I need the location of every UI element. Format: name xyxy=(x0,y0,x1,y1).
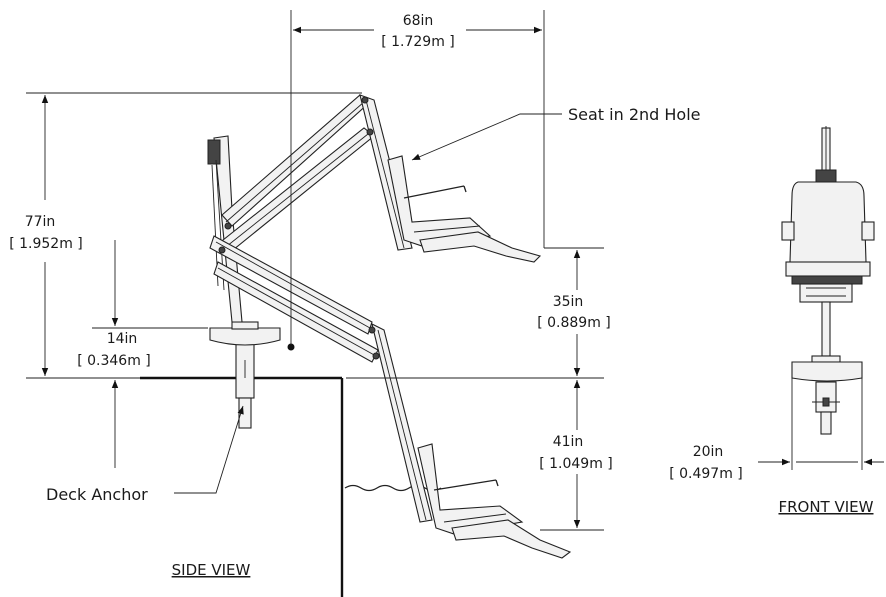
actuator xyxy=(207,139,221,165)
dim-width-top-imperial: 68in xyxy=(403,13,434,29)
front-view-title: FRONT VIEW xyxy=(778,498,873,516)
dim-anchor-height-metric: [ 0.346m ] xyxy=(77,353,151,369)
dim-seat-below-deck-metric: [ 1.049m ] xyxy=(539,456,613,472)
lower-arm-lower xyxy=(213,261,379,363)
dim-front-width-metric: [ 0.497m ] xyxy=(669,466,743,482)
dim-seat-below-deck: 41in [ 1.049m ] xyxy=(539,380,613,531)
seat-lowered xyxy=(417,443,524,535)
dim-height-total-imperial: 77in xyxy=(25,214,56,230)
base-flange xyxy=(209,327,281,346)
dim-width-top-metric: [ 1.729m ] xyxy=(381,34,455,50)
front-base-flange xyxy=(791,361,863,382)
front-seat-back xyxy=(789,181,867,263)
seat-hole-label: Seat in 2nd Hole xyxy=(568,105,701,124)
water-surface xyxy=(344,484,442,492)
dim-seat-below-deck-imperial: 41in xyxy=(553,434,584,450)
callout-deck-anchor: Deck Anchor xyxy=(46,405,244,504)
dim-seat-above-deck: 35in [ 0.889m ] xyxy=(346,247,611,379)
seat-raised xyxy=(387,155,492,247)
side-view-lift xyxy=(207,94,572,559)
footrest-lowered xyxy=(451,519,572,559)
dim-seat-above-deck-imperial: 35in xyxy=(553,294,584,310)
dim-front-width-imperial: 20in xyxy=(693,444,724,460)
dim-anchor-height-imperial: 14in xyxy=(107,331,138,347)
dim-seat-above-deck-metric: [ 0.889m ] xyxy=(537,315,611,331)
dim-width-top: 68in [ 1.729m ] xyxy=(290,10,545,345)
dim-height-total: 77in [ 1.952m ] xyxy=(9,92,362,379)
callout-seat-hole: Seat in 2nd Hole xyxy=(411,105,701,161)
front-view-lift xyxy=(781,126,875,435)
dim-height-total-metric: [ 1.952m ] xyxy=(9,236,83,252)
footrest-raised xyxy=(419,231,542,263)
side-view-title: SIDE VIEW xyxy=(172,561,251,579)
dim-anchor-height: 14in [ 0.346m ] xyxy=(77,240,208,468)
centerline-dot xyxy=(287,343,295,351)
dim-front-width: 20in [ 0.497m ] xyxy=(669,378,884,482)
deck-anchor-label: Deck Anchor xyxy=(46,485,148,504)
